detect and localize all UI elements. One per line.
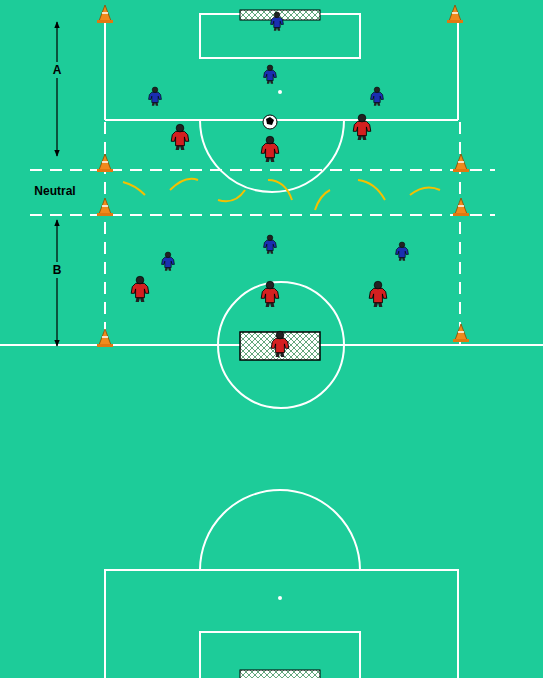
cone <box>97 154 113 172</box>
cone <box>97 198 113 216</box>
blue-player <box>396 242 409 261</box>
penalty-spot <box>278 90 282 94</box>
zone-label: A <box>51 62 64 78</box>
cone <box>97 5 113 23</box>
blue-player <box>264 235 277 254</box>
cone <box>447 5 463 23</box>
blue-player <box>371 87 384 106</box>
red-player <box>261 281 279 307</box>
blue-player <box>162 252 175 271</box>
zone-label: Neutral <box>32 183 77 199</box>
red-player <box>261 136 279 162</box>
cones <box>97 5 469 347</box>
zone-dashes <box>30 122 495 345</box>
penalty-spot <box>278 596 282 600</box>
goal <box>240 670 320 678</box>
dribble-squiggles <box>123 179 440 210</box>
cone <box>453 154 469 172</box>
small-goal <box>240 332 320 360</box>
cone <box>97 329 113 347</box>
red-player <box>271 331 289 357</box>
red-player <box>131 276 149 302</box>
red-player <box>353 114 371 140</box>
blue-player <box>149 87 162 106</box>
pitch-lines <box>0 14 543 678</box>
blue-player <box>264 65 277 84</box>
red-player <box>369 281 387 307</box>
cone <box>453 198 469 216</box>
players <box>131 12 408 357</box>
red-player <box>171 124 189 150</box>
ball <box>263 115 277 129</box>
zone-label: B <box>51 262 64 278</box>
cone <box>453 324 469 342</box>
blue-player <box>271 12 284 31</box>
